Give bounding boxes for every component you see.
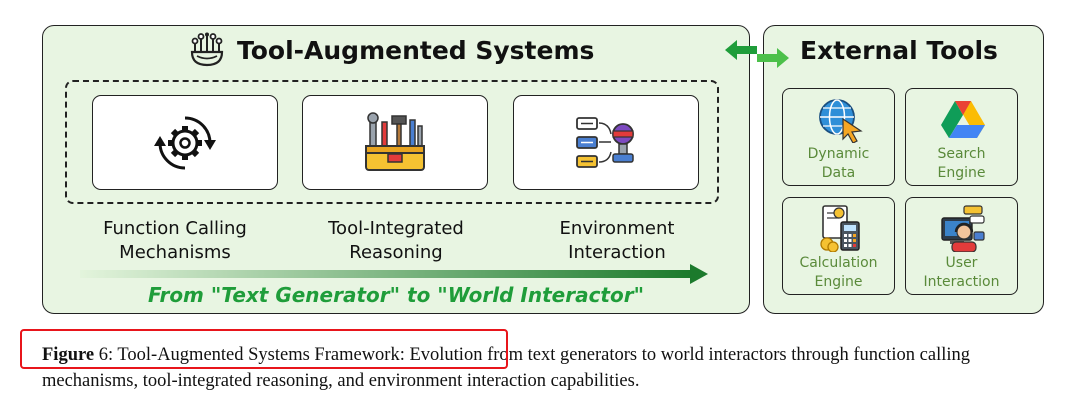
evolution-tagline: From "Text Generator" to "World Interact…: [147, 283, 645, 307]
gear-cycle-icon: [154, 116, 216, 169]
tool-integrated-reasoning-label: Tool-Integrated Reasoning: [328, 218, 464, 263]
calculator-icon: [820, 205, 860, 252]
dynamic-data-label: Dynamic Data: [807, 146, 870, 181]
bidirectional-arrow-icon: [725, 40, 789, 68]
user-interaction-label: User Interaction: [923, 255, 1000, 290]
evolution-arrow: [80, 264, 708, 284]
red-highlight-box: [20, 329, 508, 369]
toolbox-icon: [365, 111, 425, 171]
environment-interaction-card: [513, 95, 699, 190]
function-calling-label: Function Calling Mechanisms: [103, 218, 247, 263]
search-engine-label: Search Engine: [937, 146, 986, 181]
environment-interaction-label: Environment Interaction: [559, 218, 675, 263]
figure-caption: Figure 6: Tool-Augmented Systems Framewo…: [42, 342, 1062, 394]
tool-user-interaction: User Interaction: [905, 197, 1018, 295]
robot-interaction-icon: [576, 116, 634, 168]
tools-panel-title: External Tools: [800, 36, 998, 65]
function-calling-card: [92, 95, 278, 190]
globe-cursor-icon: [819, 99, 863, 143]
circuit-brain-icon: [190, 32, 224, 67]
tool-integrated-reasoning-card: [302, 95, 488, 190]
caption-text: : Tool-Augmented Systems Framework: Evol…: [42, 345, 970, 391]
tool-calculation-engine: Calculation Engine: [782, 197, 895, 295]
tool-search-engine: Search Engine: [905, 88, 1018, 186]
tool-dynamic-data: Dynamic Data: [782, 88, 895, 186]
core-capabilities-group: [65, 80, 719, 204]
user-support-icon: [941, 205, 985, 252]
main-panel-title: Tool-Augmented Systems: [237, 36, 595, 65]
caption-prefix: Figure: [42, 345, 95, 365]
calculation-engine-label: Calculation Engine: [799, 255, 878, 290]
caption-number: 6: [98, 345, 108, 365]
drive-triangle-icon: [941, 101, 985, 138]
